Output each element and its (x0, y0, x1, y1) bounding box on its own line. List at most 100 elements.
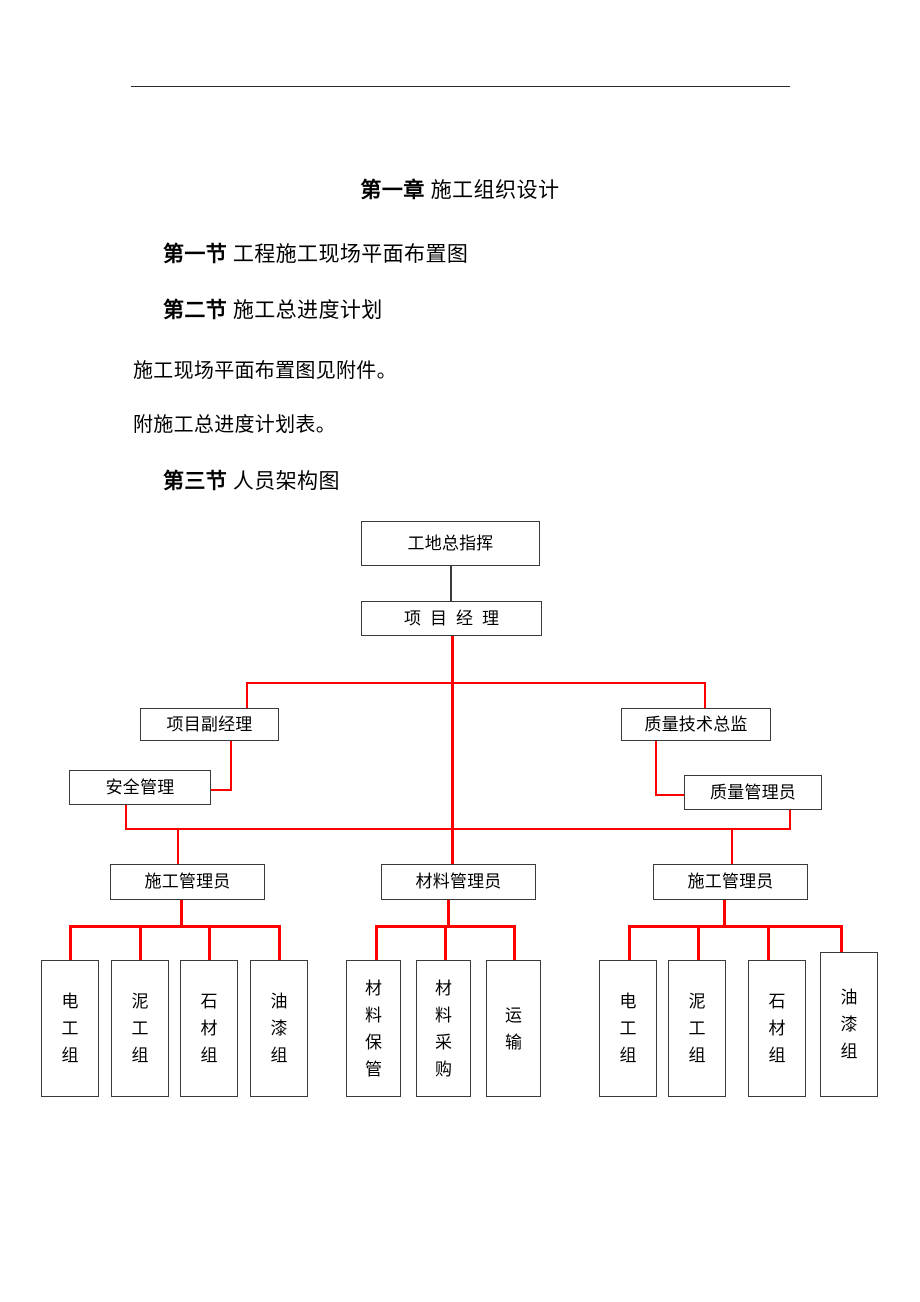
org-node-deputy-manager: 项目副经理 (140, 708, 279, 741)
org-leaf-right-1: 电工组 (599, 960, 657, 1097)
connector-director-to-officer-h (655, 794, 684, 796)
paragraph-1: 施工现场平面布置图见附件。 (133, 360, 397, 382)
org-leaf-char: 泥 (688, 992, 706, 1011)
org-node-deputy-manager-label: 项目副经理 (166, 714, 253, 734)
connector-bus-level3 (125, 828, 791, 830)
section-heading-2: 第二节 施工总进度计划 (163, 296, 383, 324)
org-leaf-char: 组 (200, 1046, 218, 1065)
org-leaf-char: 采 (435, 1032, 452, 1052)
section-1-title: 工程施工现场平面布置图 (232, 242, 469, 266)
org-leaf-char: 工 (688, 1019, 706, 1038)
connector-middle-drop-2 (444, 925, 447, 961)
connector-middle-drop-1 (375, 925, 378, 961)
org-leaf-left-4: 油漆组 (250, 960, 308, 1097)
org-leaf-char: 组 (619, 1046, 637, 1065)
section-heading-1: 第一节 工程施工现场平面布置图 (163, 240, 468, 268)
connector-director-to-officer-v (655, 741, 657, 796)
org-leaf-char: 料 (365, 1005, 382, 1025)
org-node-material-manager-label: 材料管理员 (415, 872, 502, 891)
org-leaf-char: 组 (768, 1046, 786, 1065)
connector-left-drop-1 (69, 925, 72, 961)
chapter-label: 第一章 (360, 178, 425, 202)
org-leaf-char: 保 (365, 1032, 382, 1052)
org-node-quality-director: 质量技术总监 (621, 708, 771, 741)
connector-left-bar (69, 925, 280, 928)
section-heading-3: 第三节 人员架构图 (163, 467, 340, 495)
org-leaf-char: 输 (505, 1032, 522, 1052)
org-leaf-char: 购 (435, 1059, 452, 1079)
connector-safety-down (125, 805, 127, 830)
connector-commander-to-manager (450, 566, 452, 601)
org-leaf-char: 工 (61, 1019, 79, 1038)
org-leaf-char: 油 (270, 992, 288, 1011)
connector-bus-level2-right-drop (704, 682, 706, 708)
section-2-label: 第二节 (163, 298, 228, 322)
org-leaf-char: 材 (768, 1019, 786, 1038)
connector-right-stem (723, 900, 726, 927)
connector-bus-level2-left-drop (246, 682, 248, 708)
connector-middle-stem (447, 900, 450, 927)
org-node-commander: 工地总指挥 (361, 521, 540, 566)
org-leaf-char: 工 (131, 1019, 149, 1038)
org-leaf-char: 料 (435, 1005, 452, 1025)
org-leaf-right-3: 石材组 (748, 960, 806, 1097)
org-node-commander-label: 工地总指挥 (407, 533, 494, 553)
section-2-title: 施工总进度计划 (232, 298, 383, 322)
org-node-construction-manager-left: 施工管理员 (110, 864, 265, 900)
connector-left-drop-4 (278, 925, 281, 961)
org-leaf-right-4: 油漆组 (820, 952, 878, 1097)
org-node-quality-director-label: 质量技术总监 (644, 714, 748, 734)
org-leaf-char: 泥 (131, 992, 149, 1011)
paragraph-2: 附施工总进度计划表。 (133, 414, 336, 436)
org-leaf-char: 运 (505, 1005, 522, 1025)
org-leaf-char: 漆 (270, 1019, 288, 1038)
org-leaf-char: 组 (688, 1046, 706, 1065)
org-leaf-right-2: 泥工组 (668, 960, 726, 1097)
connector-right-drop-3 (767, 925, 770, 961)
connector-trunk-center (451, 636, 454, 864)
connector-right-drop-2 (697, 925, 700, 961)
section-3-title: 人员架构图 (232, 469, 340, 493)
org-leaf-char: 组 (840, 1042, 858, 1061)
connector-left-stem (180, 900, 183, 927)
org-leaf-char: 漆 (840, 1015, 858, 1034)
connector-right-drop-4 (840, 925, 843, 957)
org-node-quality-officer-label: 质量管理员 (710, 782, 796, 802)
section-3-label: 第三节 (163, 469, 228, 493)
org-leaf-left-3: 石材组 (180, 960, 238, 1097)
org-leaf-char: 石 (768, 992, 786, 1011)
connector-bus-level3-drop-left (177, 828, 179, 864)
org-leaf-char: 石 (200, 992, 218, 1011)
org-node-safety-management-label: 安全管理 (105, 777, 175, 797)
org-node-quality-officer: 质量管理员 (684, 775, 822, 810)
connector-right-bar (628, 925, 843, 928)
connector-bus-level2 (246, 682, 706, 684)
connector-deputy-to-safety-v (230, 741, 232, 790)
org-leaf-char: 材 (435, 978, 452, 998)
org-leaf-middle-2: 材料采购 (416, 960, 471, 1097)
connector-deputy-to-safety-h (211, 789, 232, 791)
org-leaf-char: 组 (61, 1046, 79, 1065)
org-leaf-char: 电 (61, 992, 79, 1011)
org-leaf-char: 电 (619, 992, 637, 1011)
org-node-project-manager-label: 项目经理 (404, 608, 508, 628)
org-node-material-manager: 材料管理员 (381, 864, 536, 900)
org-node-construction-manager-right-label: 施工管理员 (687, 872, 774, 891)
org-leaf-left-2: 泥工组 (111, 960, 169, 1097)
connector-left-drop-3 (208, 925, 211, 961)
org-leaf-char: 组 (270, 1046, 288, 1065)
org-leaf-left-1: 电工组 (41, 960, 99, 1097)
chapter-title-text: 施工组织设计 (430, 178, 560, 202)
org-leaf-char: 工 (619, 1019, 637, 1038)
connector-middle-drop-3 (513, 925, 516, 961)
connector-bus-level3-drop-right (731, 828, 733, 864)
org-node-construction-manager-right: 施工管理员 (653, 864, 808, 900)
org-leaf-char: 材 (200, 1019, 218, 1038)
connector-officer-down (789, 810, 791, 830)
org-leaf-char: 油 (840, 988, 858, 1007)
org-node-safety-management: 安全管理 (69, 770, 211, 805)
org-leaf-char: 组 (131, 1046, 149, 1065)
connector-right-drop-1 (628, 925, 631, 961)
header-divider (131, 86, 790, 87)
